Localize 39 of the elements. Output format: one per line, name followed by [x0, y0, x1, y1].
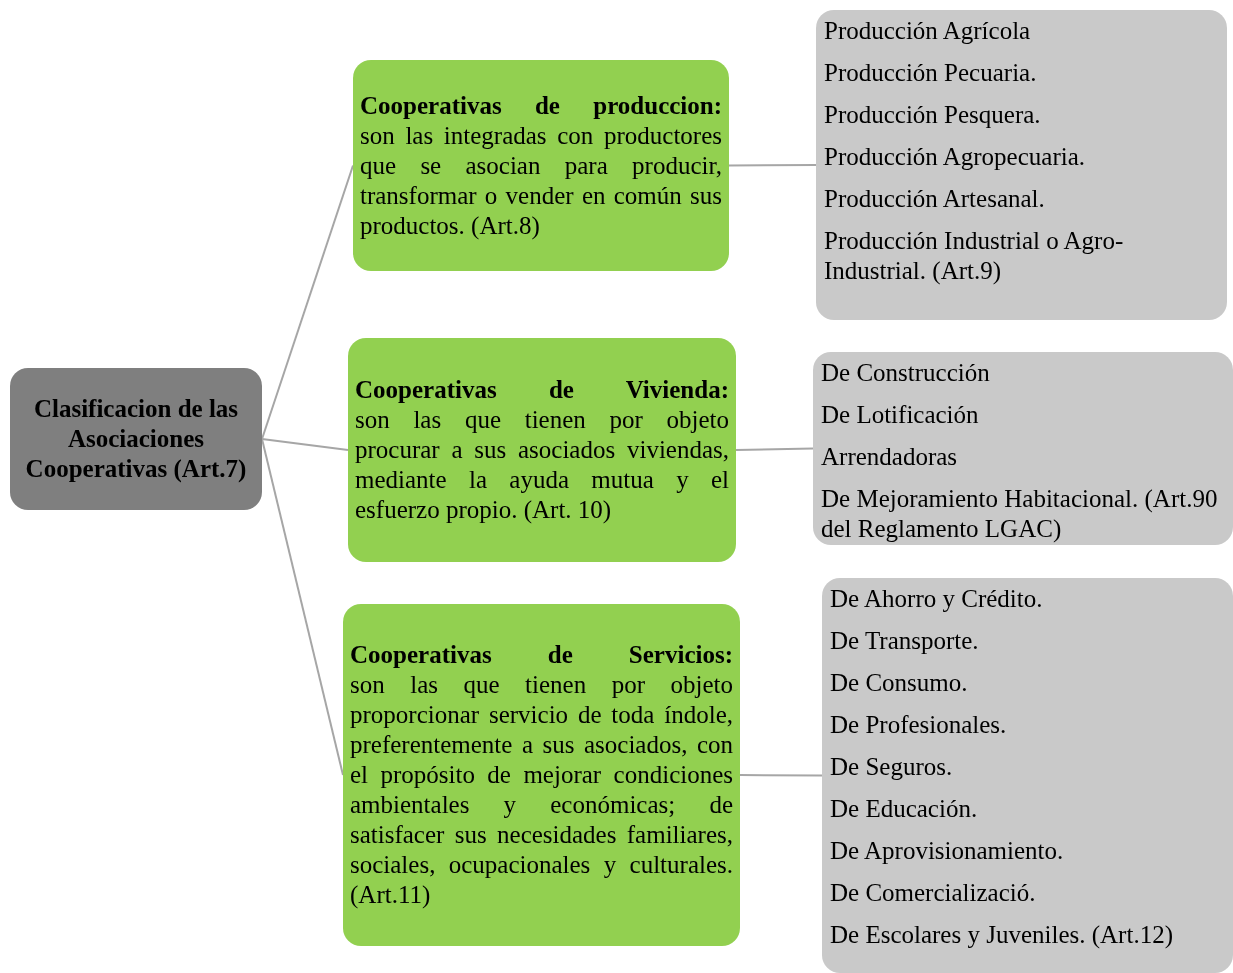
- category-box: [353, 60, 729, 271]
- subtype-item: De Ahorro y Crédito.: [830, 584, 1044, 614]
- subtype-item: De Profesionales.: [830, 710, 1008, 740]
- category-box: [343, 604, 740, 946]
- root-title: Clasificacion de las Asociaciones Cooperativas (Art.7): [24, 394, 248, 484]
- subtype-item: Producción Industrial o Agro-Industrial. (Art.9): [824, 226, 1125, 286]
- category-heading: Cooperativas de produccion:: [360, 90, 722, 121]
- category-description: son las que tienen por objeto proporcionar servicio de toda índole, preferentemente a sus asociados, con el propósito de mejorar condiciones ambientales y económicas; de satisfacer sus necesidades familiares, sociales, ocupacionales y culturales. (Art.11): [350, 670, 733, 910]
- subtype-item: De Educación.: [830, 794, 979, 824]
- connector-line: [735, 447, 814, 451]
- category-box: [348, 338, 736, 562]
- subtype-item: De Aprovisionamiento.: [830, 836, 1065, 866]
- subtype-item: De Lotificación: [821, 400, 980, 430]
- subtype-list-panel: [813, 352, 1233, 545]
- subtype-item: Producción Agrícola: [824, 16, 1032, 46]
- subtype-item: Arrendadoras: [821, 442, 959, 472]
- subtype-item: De Escolares y Juveniles. (Art.12): [830, 920, 1174, 950]
- subtype-item: Producción Pesquera.: [824, 100, 1042, 130]
- connector-line: [261, 438, 349, 451]
- category-description: son las integradas con productores que se asocian para producir, transformar o vender en común sus productos. (Art.8): [360, 120, 722, 241]
- subtype-item: De Transporte.: [830, 626, 980, 656]
- category-heading: Cooperativas de Vivienda:: [355, 375, 729, 405]
- subtype-item: Producción Artesanal.: [824, 184, 1046, 214]
- subtype-item: De Comercializació.: [830, 878, 1037, 908]
- subtype-item: De Seguros.: [830, 752, 954, 782]
- connector-line: [261, 438, 344, 776]
- subtype-item: De Mejoramiento Habitacional. (Art.90 del Reglamento LGAC): [821, 484, 1219, 544]
- connector-line: [739, 774, 823, 777]
- subtype-list-panel: [822, 578, 1233, 973]
- category-heading: Cooperativas de Servicios:: [350, 640, 733, 670]
- subtype-item: De Construcción: [821, 358, 991, 388]
- subtype-item: De Consumo.: [830, 668, 969, 698]
- category-description: son las que tienen por objeto procurar a sus asociados viviendas, mediante la ayuda mutua y el esfuerzo propio. (Art. 10): [355, 405, 729, 525]
- subtype-item: Producción Pecuaria.: [824, 58, 1038, 88]
- connector-line: [728, 164, 817, 167]
- subtype-list-panel: [816, 10, 1227, 320]
- root-box: [10, 368, 262, 510]
- subtype-item: Producción Agropecuaria.: [824, 142, 1087, 172]
- connector-line: [261, 164, 354, 440]
